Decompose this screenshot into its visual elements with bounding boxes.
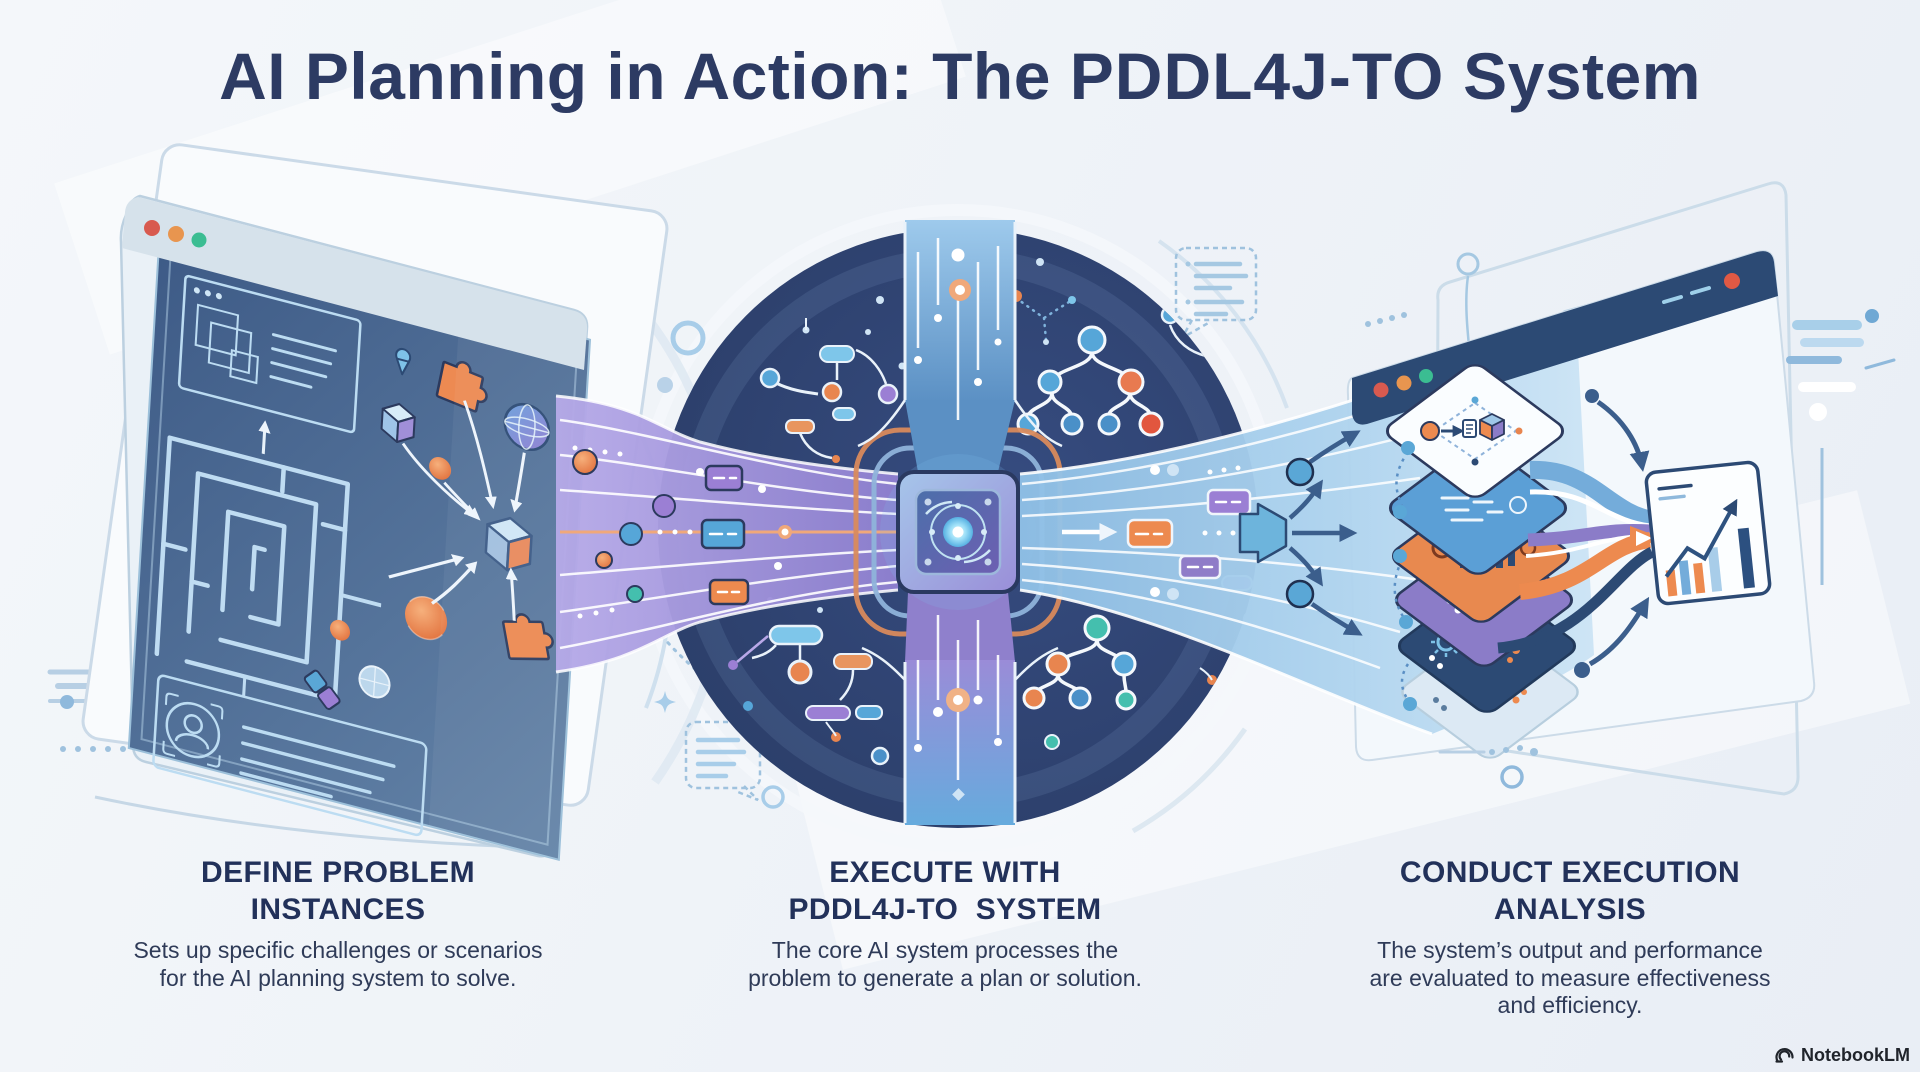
globe-icon (503, 402, 551, 452)
sphere-icon (329, 619, 351, 641)
page-title: AI Planning in Action: The PDDL4J-TO Sys… (0, 38, 1920, 114)
step-description-line: The system’s output and performance (1377, 937, 1763, 963)
traffic-light-green (1419, 369, 1433, 383)
grid-globe-icon (358, 665, 391, 699)
steps-row: DEFINE PROBLEM INSTANCES Sets up specifi… (0, 854, 1920, 1054)
analysis-layer-stack (1385, 364, 1579, 759)
stack-connectors (1393, 441, 1417, 711)
problem-browser-window (119, 194, 592, 862)
bar-chart-icon (1665, 527, 1755, 597)
layer-blue (1388, 441, 1568, 575)
step-description: Sets up specific challenges or scenarios… (110, 937, 566, 992)
speech-bubble-icon (684, 720, 762, 802)
circuit-doodles (728, 597, 890, 766)
bottom-right-decorations (1438, 745, 1538, 789)
trend-arrow-icon (1664, 498, 1738, 578)
result-streams (1497, 460, 1662, 654)
step-description-line: for the AI planning system to solve. (159, 964, 517, 991)
step-heading-line: DEFINE PROBLEM (201, 856, 475, 889)
step-description-line: are evaluated to measure effectiveness (1369, 964, 1771, 991)
data-chip-icon (700, 464, 750, 606)
bottom-circuit-band (861, 592, 1059, 825)
up-arrow-icon (258, 420, 271, 455)
dotted-row (60, 746, 126, 752)
plan-flow-icon (1420, 396, 1523, 466)
cube-icon (380, 402, 416, 443)
step-heading-line: ANALYSIS (1493, 893, 1647, 926)
step-description: The system’s output and performance are … (1342, 937, 1798, 1020)
titlebar-dot (1724, 273, 1740, 289)
step-description: The core AI system processes the problem… (717, 937, 1173, 992)
text-glyphs (1440, 496, 1504, 522)
step-conduct-execution-analysis: CONDUCT EXECUTION ANALYSIS The system’s … (1342, 854, 1798, 1020)
sparkle-icon (654, 691, 676, 713)
step-description-line: and efficiency. (1497, 992, 1643, 1018)
step-heading: DEFINE PROBLEM INSTANCES (110, 854, 566, 928)
title-suffix: System (1444, 39, 1701, 113)
ring-icon (670, 320, 706, 356)
cpu-chip-icon (880, 454, 1036, 610)
step-description-line: Sets up specific challenges or scenarios (133, 937, 543, 963)
dotted-row (1365, 312, 1407, 327)
step-heading-line: PDDL4J-TO SYSTEM (788, 893, 1102, 926)
step-heading-line: CONDUCT EXECUTION (1399, 856, 1741, 889)
flow-arrows (1574, 389, 1650, 678)
avatar-card-icon (152, 674, 428, 837)
window-titlebar (122, 197, 588, 370)
traffic-light-red (1373, 382, 1389, 398)
processing-circle (555, 220, 1258, 828)
watermark: NotebookLM (1774, 1045, 1910, 1066)
traffic-light-orange (168, 226, 184, 242)
ring-icon (1456, 252, 1480, 276)
notebooklm-logo-icon (1775, 1048, 1794, 1063)
title-emphasis: PDDL4J-TO (1069, 39, 1445, 113)
title-prefix: AI Planning in Action: The (219, 39, 1070, 113)
data-chip-icon (1126, 488, 1252, 580)
sphere-icon (429, 457, 452, 480)
chart-card-icon (1644, 460, 1772, 606)
splitter-icon (1238, 502, 1288, 564)
avatar (183, 714, 203, 735)
purple-data-funnel (555, 394, 899, 674)
step-execute-with-system: EXECUTE WITH PDDL4J-TO SYSTEM The core A… (717, 854, 1173, 992)
step-heading-line: EXECUTE WITH (829, 856, 1061, 889)
decision-tree-icon (1016, 325, 1164, 437)
branch-arrows (1288, 430, 1363, 636)
step-heading-line: INSTANCES (250, 893, 426, 926)
right-edge-decorations (1786, 309, 1896, 585)
step-heading: CONDUCT EXECUTION ANALYSIS (1342, 854, 1798, 928)
decision-tree-icon (1022, 614, 1137, 711)
glass-cube-icon (484, 516, 533, 572)
traffic-light-orange (1396, 375, 1412, 391)
converging-arrows (388, 400, 526, 621)
sphere-icon (405, 596, 448, 640)
top-circuit-band (857, 220, 1063, 472)
app-window-icon (177, 274, 362, 434)
ring-icon (761, 785, 785, 809)
circuit-doodles (759, 318, 906, 463)
step-description-line: The core AI system processes the (771, 937, 1119, 963)
pin-icon (395, 347, 412, 376)
step-description-line: problem to generate a plan or solution. (748, 964, 1142, 991)
problem-screen (127, 226, 592, 862)
traffic-light-red (144, 220, 160, 236)
step-heading: EXECUTE WITH PDDL4J-TO SYSTEM (717, 854, 1173, 928)
step-define-problem-instances: DEFINE PROBLEM INSTANCES Sets up specifi… (110, 854, 566, 992)
watermark-label: NotebookLM (1801, 1045, 1910, 1065)
maze-icon (154, 435, 351, 703)
traffic-light-green (191, 232, 207, 248)
mini-puzzle-icon (303, 669, 341, 711)
